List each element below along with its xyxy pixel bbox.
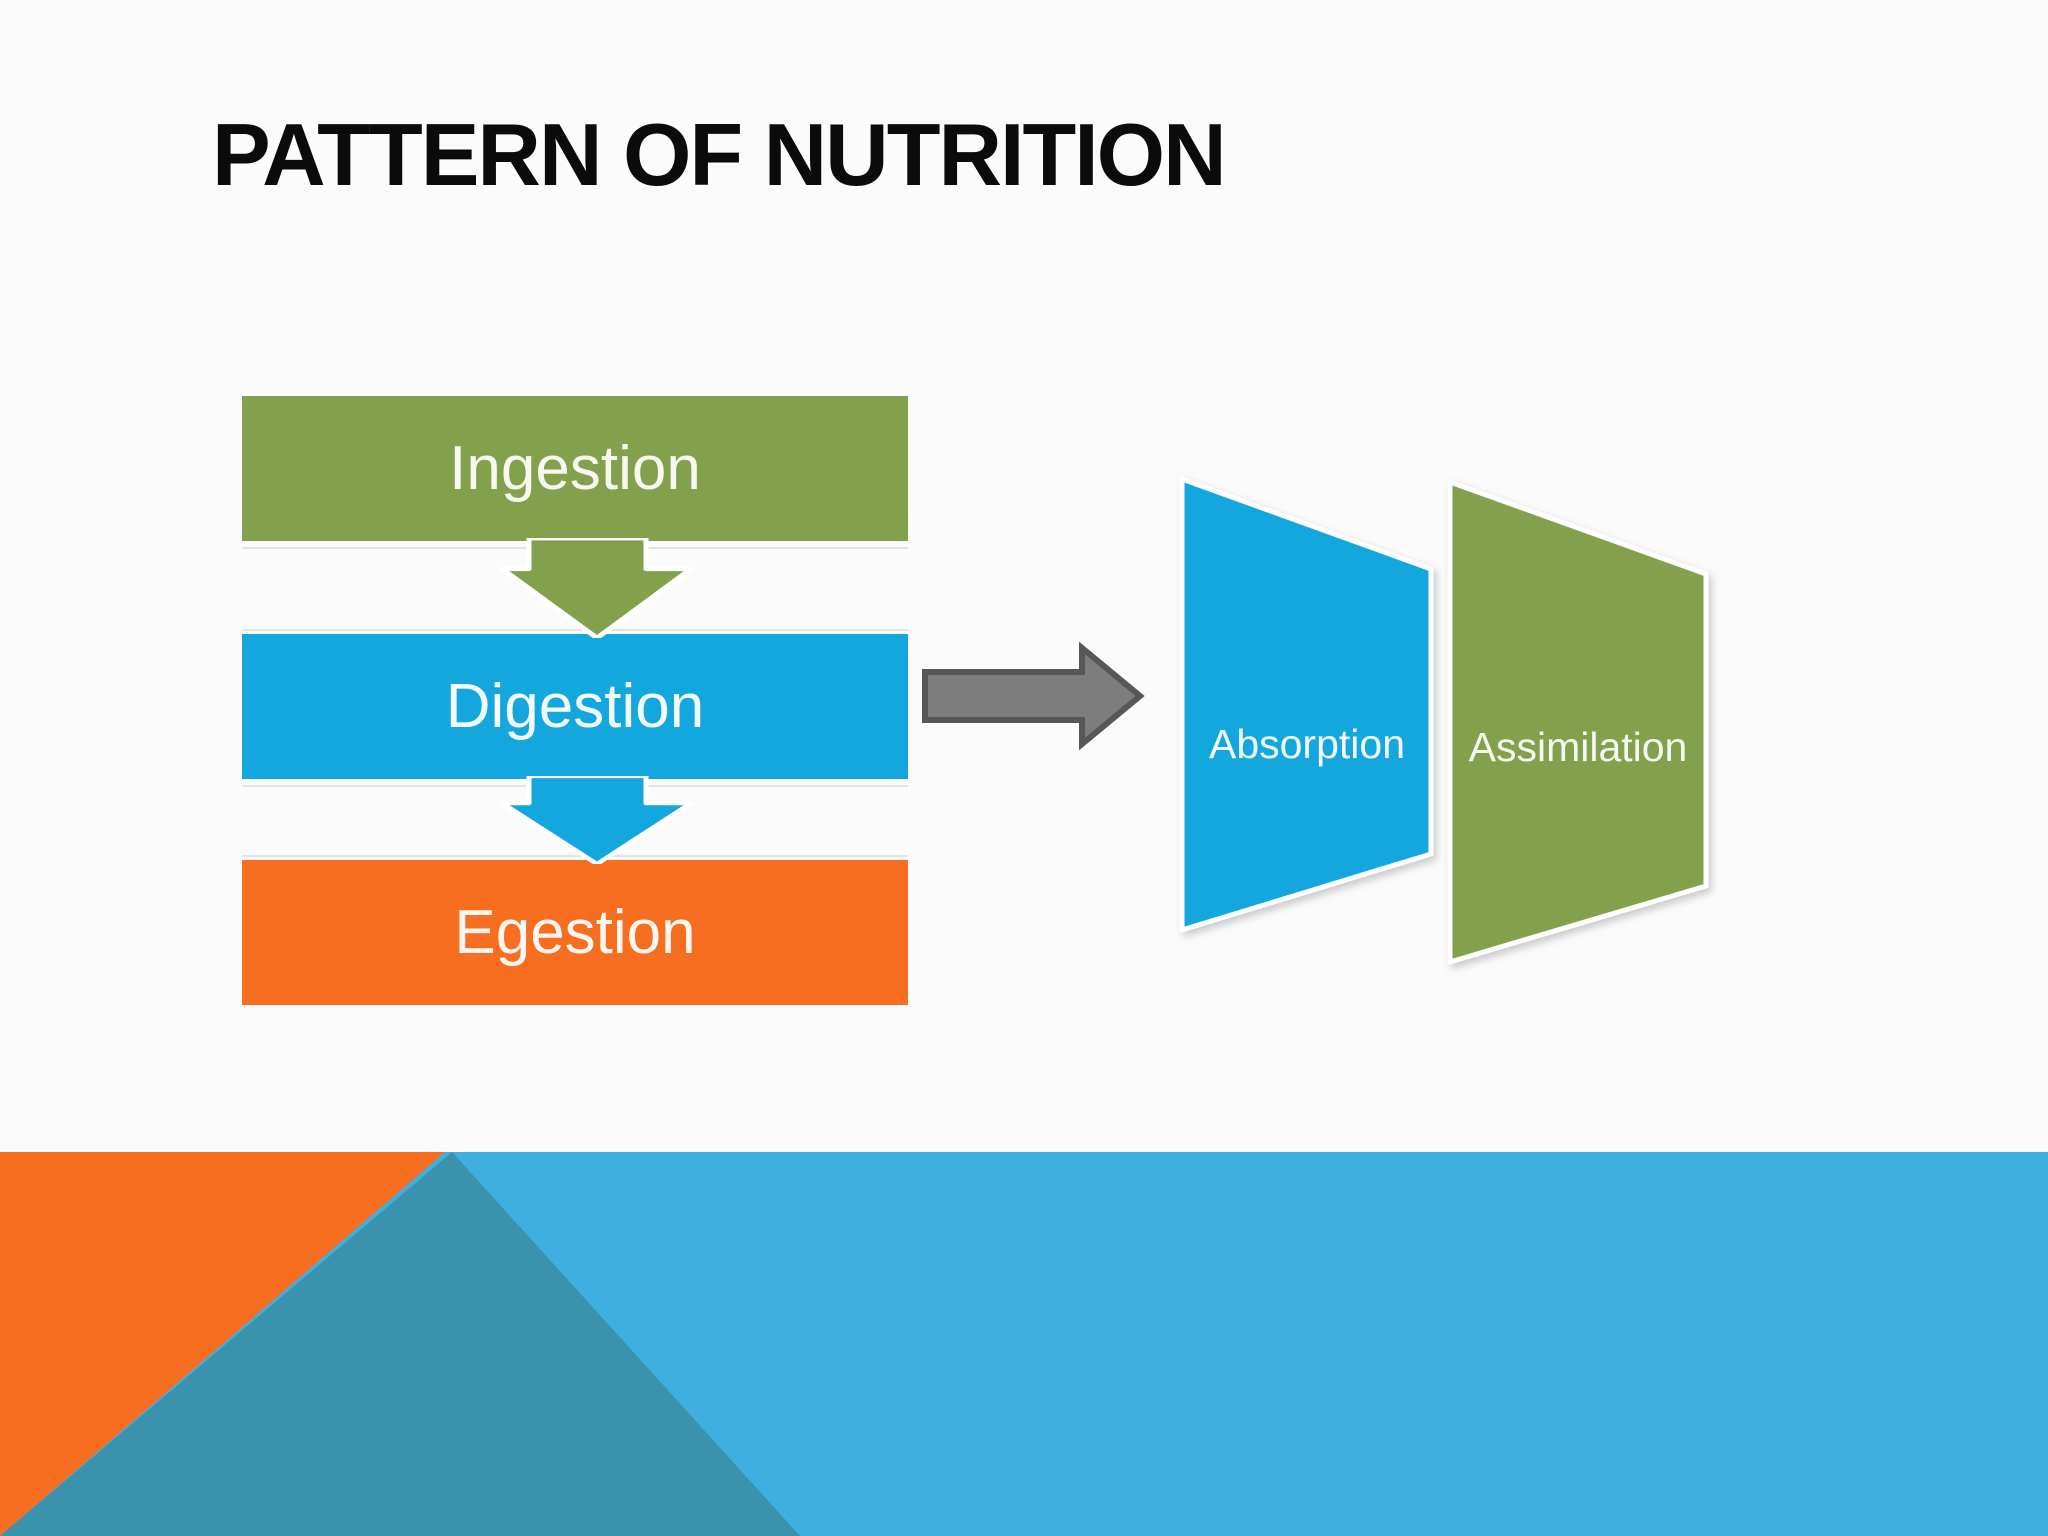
perspective-panel-shape [1447,479,1709,965]
perspective-panel-shape [1179,476,1434,933]
process-step-label: Digestion [445,671,705,741]
process-step-egestion: Egestion [242,860,908,1005]
divider-line [242,629,908,631]
down-arrow-shape [500,776,694,864]
down-arrow-ingestion-to-digestion-icon [500,538,694,638]
process-step-label: Ingestion [449,433,701,503]
outcome-shape-absorption [1179,476,1434,933]
footer-teal-triangle [0,1152,800,1536]
down-arrow-digestion-to-egestion-icon [500,776,694,864]
footer-orange-triangle [0,1152,445,1536]
right-arrow-shape [922,641,1145,751]
divider-line [242,855,908,857]
outcome-shape-assimilation [1447,479,1709,965]
process-step-digestion: Digestion [242,634,908,779]
outcome-label-absorption: Absorption [1208,721,1405,768]
down-arrow-shape [500,538,694,638]
page-title: PATTERN OF NUTRITION [212,105,1227,204]
right-arrow-icon [922,641,1145,751]
footer-decoration [0,1152,2048,1536]
process-step-ingestion: Ingestion [242,396,908,541]
process-step-label: Egestion [454,897,696,967]
outcome-label-assimilation: Assimilation [1468,724,1688,771]
